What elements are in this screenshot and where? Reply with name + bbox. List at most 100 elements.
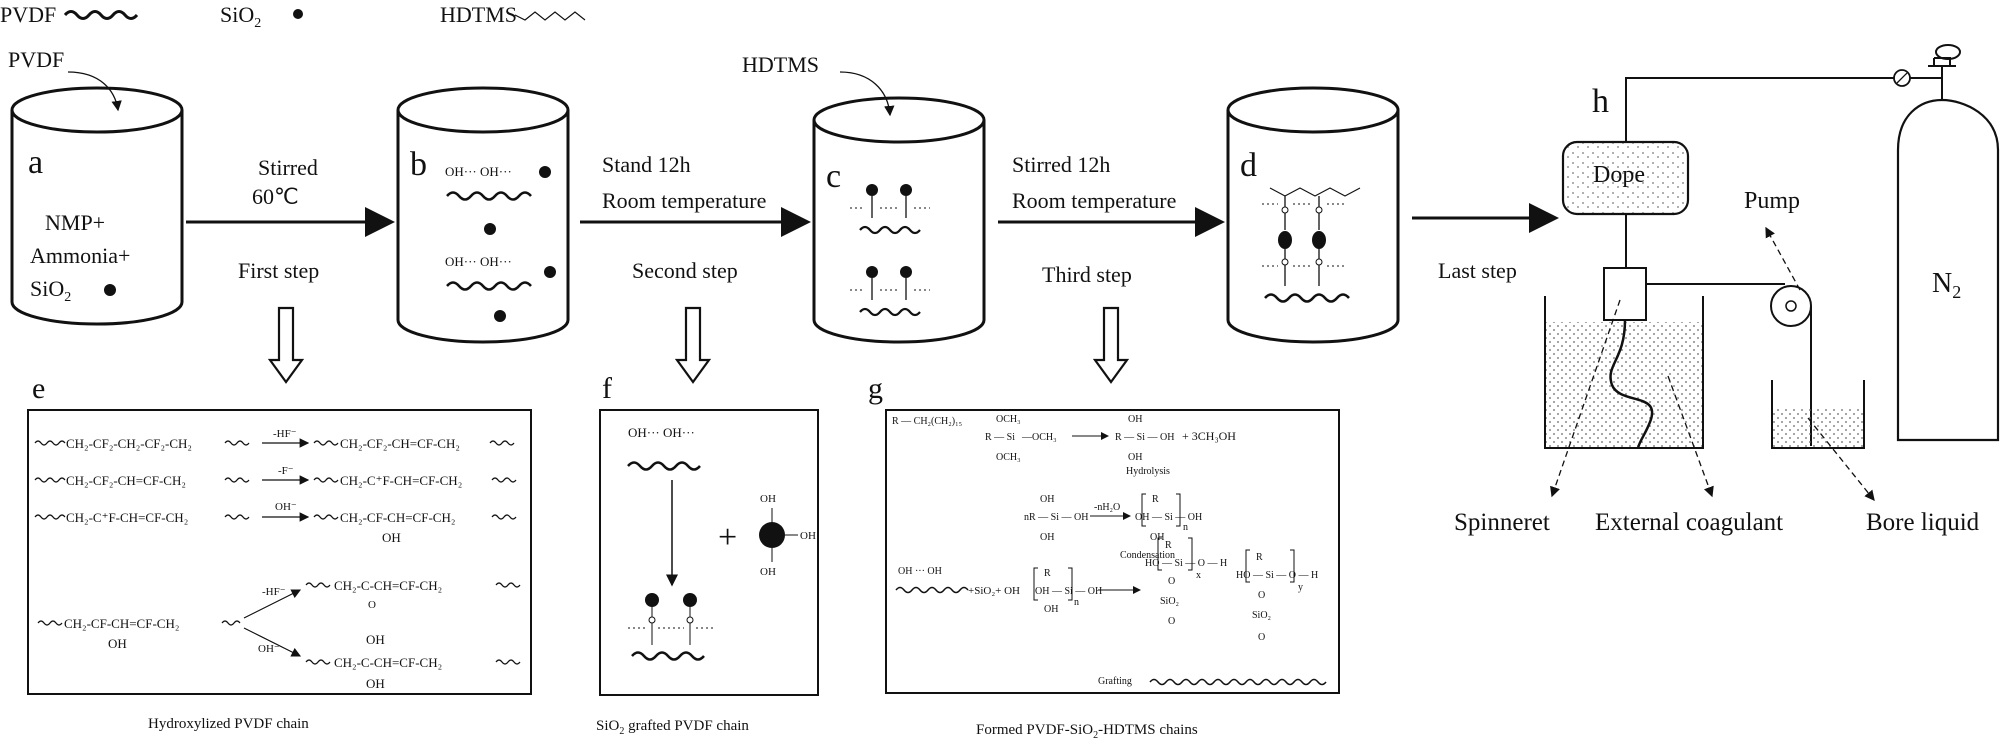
down-arrow-g — [1092, 306, 1130, 384]
panel-g-caption: Formed PVDF-SiO2-HDTMS chains — [976, 722, 1198, 741]
panel-f-oh-label: OH··· OH··· — [628, 425, 695, 440]
svg-text:O: O — [1258, 590, 1265, 601]
svg-text:OH: OH — [1128, 452, 1142, 463]
svg-text:R: R — [1044, 568, 1051, 579]
panel-e-reactions: CH₂-CF₂-CH₂-CF₂-CH₂ -HF⁻ CH₂-CF₂-CH=CF-C… — [34, 428, 521, 691]
pump-label: Pump — [1744, 188, 1800, 214]
step-2-cond2: Room temperature — [602, 188, 766, 213]
spinneret-block — [1603, 267, 1647, 321]
e-r1-reagent: -HF⁻ — [273, 428, 297, 440]
e-r4-up-o: O — [368, 599, 376, 611]
dope-label: Dope — [1593, 162, 1645, 188]
legend-sio2-label: SiO2 — [220, 2, 261, 31]
e-r1-right: CH₂-CF₂-CH=CF-CH₂ — [340, 436, 460, 451]
e-r4-reagent-up: -HF⁻ — [262, 586, 286, 598]
step-3: Stirred 12h Room temperature Third step — [998, 152, 1225, 287]
vessel-b-oh-top: OH··· OH··· — [445, 164, 512, 179]
step-3-name: Third step — [1042, 262, 1132, 287]
e-r3-left: CH₂-C⁺F-CH=CF-CH₂ — [66, 510, 188, 525]
svg-text:OH: OH — [800, 530, 816, 542]
vessel-b-oh-bottom: OH··· OH··· — [445, 254, 512, 269]
panel-g: g R — CH₂(CH₂)₁₅ OCH₃ R — Si —OCH₃ OCH₃ … — [868, 372, 1340, 741]
svg-text:R — Si: R — Si — [985, 432, 1015, 443]
setup-letter: h — [1592, 83, 1609, 120]
vessel-b: b OH··· OH··· OH··· OH··· — [396, 86, 570, 344]
panel-f-sio2-particle: OH OH OH — [759, 493, 816, 578]
panel-e-caption: Hydroxylized PVDF chain — [148, 716, 309, 732]
gas-line — [1625, 77, 1898, 142]
panel-g-box — [885, 409, 1340, 694]
bore-liquid-label: Bore liquid — [1866, 509, 1980, 536]
svg-text:—OCH₃: —OCH₃ — [1021, 432, 1057, 443]
panel-f: f OH··· OH··· + OH OH OH SiO2 grafted PV… — [596, 372, 819, 737]
svg-text:OH ··· OH: OH ··· OH — [898, 566, 942, 577]
vessel-b-chain-bottom — [446, 281, 532, 291]
svg-text:HO — Si — O — H: HO — Si — O — H — [1236, 570, 1318, 581]
vessel-a-line2: Ammonia+ — [30, 243, 130, 268]
legend-hdtms-zigzag-icon — [514, 11, 586, 21]
svg-text:n: n — [1074, 597, 1079, 608]
step-3-cond1: Stirred 12h — [1012, 152, 1110, 177]
svg-text:OH: OH — [1040, 532, 1054, 543]
vessel-b-letter: b — [410, 146, 427, 183]
legend: PVDF SiO2 HDTMS — [0, 2, 586, 31]
step-4: Last step — [1412, 203, 1559, 283]
coagulation-bath — [1544, 267, 1704, 449]
step-1: Stirred 60℃ First step — [186, 155, 395, 283]
svg-text:OCH₃: OCH₃ — [996, 452, 1021, 463]
panel-f-grafted-unit — [628, 593, 716, 661]
svg-text:R: R — [1152, 494, 1159, 505]
vessel-c-input-arrow — [839, 71, 895, 117]
svg-text:R: R — [1256, 552, 1263, 563]
e-r2-reagent: -F⁻ — [278, 465, 294, 477]
step-2-cond1: Stand 12h — [602, 152, 691, 177]
panel-f-caption: SiO2 grafted PVDF chain — [596, 718, 749, 737]
vessel-a-letter: a — [28, 144, 43, 181]
panel-f-letter: f — [602, 372, 612, 405]
vessel-c-grafted-unit-bottom — [850, 266, 930, 317]
e-r2-right: CH₂-C⁺F-CH=CF-CH₂ — [340, 473, 462, 488]
spinneret-label: Spinneret — [1454, 509, 1550, 536]
e-r2-left: CH₂-CF₂-CH=CF-CH₂ — [66, 473, 186, 488]
panel-g-letter: g — [868, 372, 883, 405]
svg-text:O: O — [1168, 576, 1175, 587]
svg-text:OH: OH — [760, 566, 776, 578]
svg-text:R — Si — OH: R — Si — OH — [1115, 432, 1174, 443]
svg-text:n: n — [1183, 522, 1188, 533]
vessel-a: PVDF a NMP+ Ammonia+ SiO2 — [8, 47, 184, 326]
g-r-label: R — CH₂(CH₂)₁₅ — [892, 416, 962, 427]
step-4-name: Last step — [1438, 258, 1517, 283]
down-arrow-f — [674, 306, 712, 384]
panel-f-plus: + — [718, 519, 737, 556]
spinning-setup: h N2 Dope P — [1454, 44, 2000, 536]
step-1-name: First step — [238, 258, 319, 283]
panel-f-chain — [627, 461, 701, 471]
legend-sio2-dot-icon — [293, 9, 303, 19]
e-r4-down-oh2: OH — [366, 676, 385, 691]
step-2-name: Second step — [632, 258, 738, 283]
e-r3-right: CH₂-CF-CH=CF-CH₂ — [340, 510, 455, 525]
step-1-cond1: Stirred — [258, 155, 318, 180]
vessel-c-letter: c — [826, 158, 841, 195]
vessel-c: HDTMS c — [742, 52, 986, 344]
panel-g-reactions: R — CH₂(CH₂)₁₅ OCH₃ R — Si —OCH₃ OCH₃ OH… — [892, 414, 1327, 687]
panel-e-box — [27, 409, 532, 695]
vessel-d-hdtms-chain — [1262, 187, 1361, 303]
svg-text:OH: OH — [1150, 532, 1164, 543]
external-coagulant-label: External coagulant — [1595, 509, 1783, 536]
pump-roller: Pump — [1646, 188, 1812, 446]
svg-text:R: R — [1165, 540, 1172, 551]
legend-pvdf-label: PVDF — [0, 2, 56, 27]
e-r4-down-oh1: OH — [366, 632, 385, 647]
hollow-fiber-line — [1609, 319, 1654, 449]
vessel-a-rim — [10, 86, 184, 134]
g-condensation-label: Condensation — [1120, 550, 1175, 561]
svg-text:OH: OH — [1128, 414, 1142, 425]
g-hydrolysis-label: Hydrolysis — [1126, 466, 1170, 477]
e-r4-left: CH₂-CF-CH=CF-CH₂ — [64, 616, 179, 631]
panel-e-letter: e — [32, 372, 45, 405]
vessel-d-rim — [1226, 86, 1400, 134]
svg-text:-nH₂O: -nH₂O — [1094, 502, 1120, 513]
vessel-d-letter: d — [1240, 147, 1257, 184]
